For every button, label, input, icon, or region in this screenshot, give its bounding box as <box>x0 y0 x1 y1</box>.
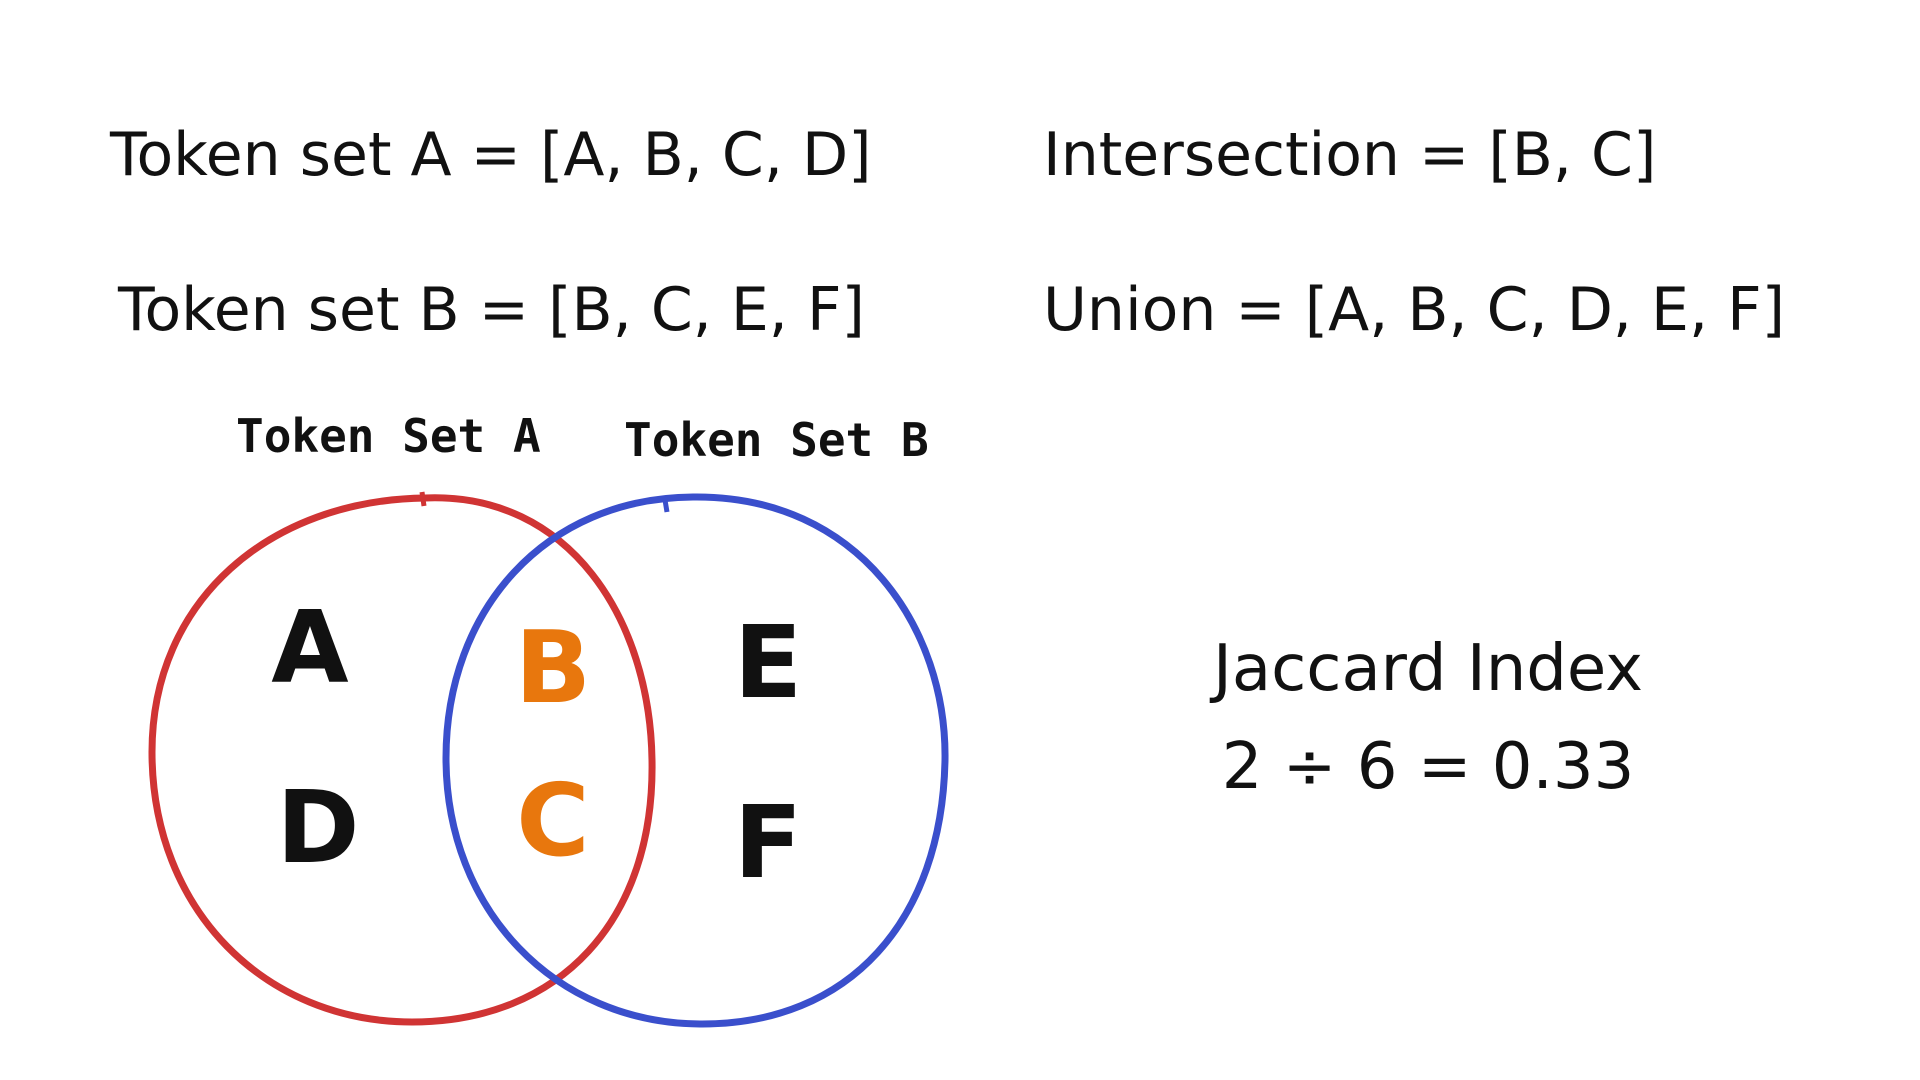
set-b-circle <box>442 493 949 1028</box>
element-d: D <box>276 769 359 886</box>
element-b: B <box>515 609 591 726</box>
set-a-pen-tick <box>419 491 427 507</box>
element-a: A <box>271 589 348 706</box>
set-a-circle <box>148 494 656 1026</box>
set-b-pen-tick <box>662 499 670 513</box>
union-equation: Union = [A, B, C, D, E, F] <box>1043 275 1785 345</box>
element-c: C <box>516 762 589 879</box>
jaccard-title: Jaccard Index <box>1209 632 1643 706</box>
intersection-equation: Intersection = [B, C] <box>1043 120 1656 190</box>
set-a-equation: Token set A = [A, B, C, D] <box>109 120 872 190</box>
set-b-equation: Token set B = [B, C, E, F] <box>117 275 865 345</box>
set-b-title: Token Set B <box>624 413 929 467</box>
set-a-title: Token Set A <box>236 409 541 463</box>
element-e: E <box>734 604 802 721</box>
element-f: F <box>734 784 802 901</box>
jaccard-formula: 2 ÷ 6 = 0.33 <box>1222 730 1635 804</box>
